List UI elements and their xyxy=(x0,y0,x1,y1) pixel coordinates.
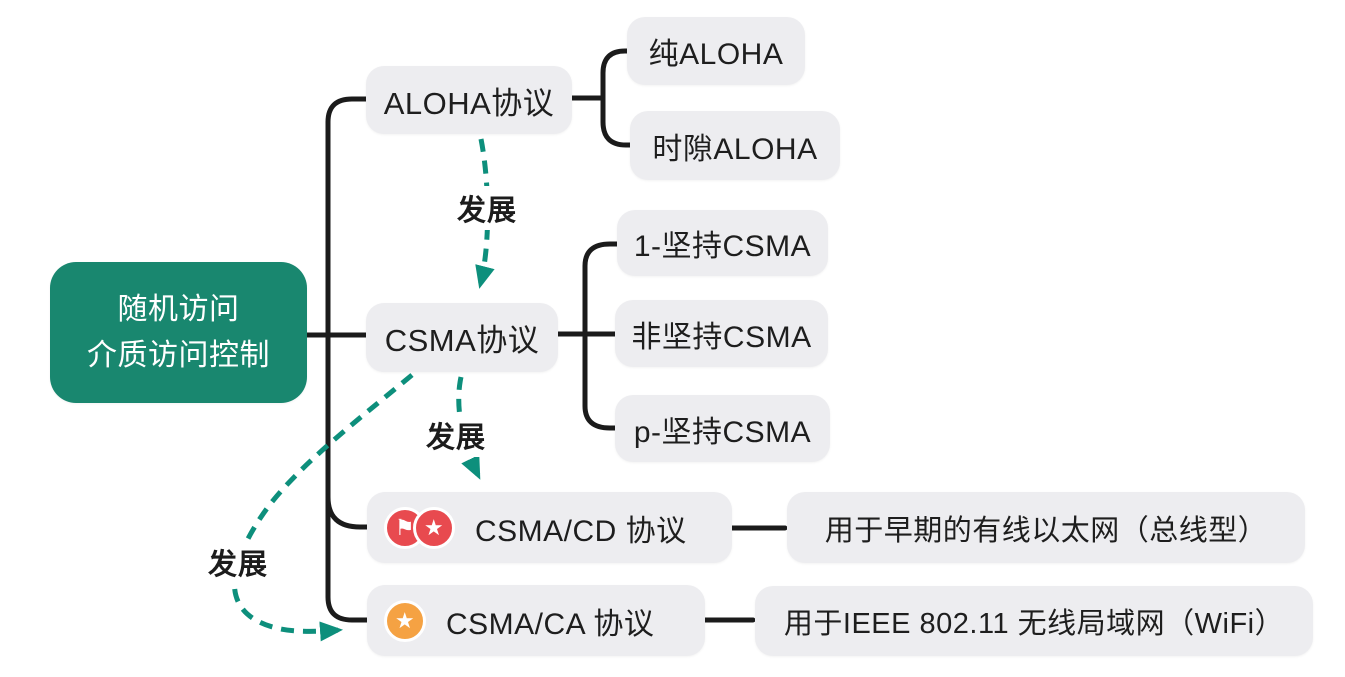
edge-label-develop-3: 发展 xyxy=(203,540,274,584)
node-csma: CSMA协议 xyxy=(366,303,558,372)
node-csma-cd-description: 用于早期的有线以太网（总线型） xyxy=(787,492,1305,563)
node-p-persistent-csma: p-坚持CSMA xyxy=(615,395,830,462)
node-csma-ca-label: CSMA/CA 协议 xyxy=(446,607,655,641)
star-icon: ★ xyxy=(413,506,455,549)
node-non-persistent-csma-label: 非坚持CSMA xyxy=(631,320,812,354)
edge-trunk-to-csmacd xyxy=(325,494,370,530)
node-csma-cd-description-label: 用于早期的有线以太网（总线型） xyxy=(824,514,1268,547)
node-root-line1: 随机访问 xyxy=(117,292,240,326)
node-pure-aloha-label: 纯ALOHA xyxy=(648,38,784,71)
node-aloha: ALOHA协议 xyxy=(366,66,572,134)
edge-trunk xyxy=(325,96,370,623)
node-non-persistent-csma: 非坚持CSMA xyxy=(615,300,828,367)
flag-glyph: ⚑ xyxy=(394,514,416,540)
edge-label-develop-1: 发展 xyxy=(452,186,523,230)
edge-csma-bracket xyxy=(582,241,620,431)
star-icon: ★ xyxy=(384,599,426,642)
node-csma-ca-description: 用于IEEE 802.11 无线局域网（WiFi） xyxy=(755,586,1313,656)
node-csma-ca-description-label: 用于IEEE 802.11 无线局域网（WiFi） xyxy=(783,608,1285,640)
node-root: 随机访问 介质访问控制 xyxy=(50,262,307,403)
node-csma-label: CSMA协议 xyxy=(384,323,540,358)
node-csma-cd-label: CSMA/CD 协议 xyxy=(475,514,687,548)
node-1-persistent-csma-label: 1-坚持CSMA xyxy=(633,230,812,263)
node-p-persistent-csma-label: p-坚持CSMA xyxy=(633,415,812,449)
node-1-persistent-csma: 1-坚持CSMA xyxy=(617,210,828,276)
star-glyph: ★ xyxy=(423,514,445,540)
node-slotted-aloha: 时隙ALOHA xyxy=(630,111,840,180)
node-csma-ca: ★ CSMA/CA 协议 xyxy=(367,585,705,656)
star-glyph: ★ xyxy=(394,607,416,633)
edge-label-develop-2: 发展 xyxy=(421,413,492,457)
node-csma-cd: ⚑ ★ CSMA/CD 协议 xyxy=(367,492,732,563)
node-slotted-aloha-label: 时隙ALOHA xyxy=(652,132,818,166)
edge-aloha-bracket xyxy=(600,48,635,148)
node-pure-aloha: 纯ALOHA xyxy=(627,17,805,85)
node-root-line2: 介质访问控制 xyxy=(87,338,270,372)
node-aloha-label: ALOHA协议 xyxy=(383,85,555,121)
